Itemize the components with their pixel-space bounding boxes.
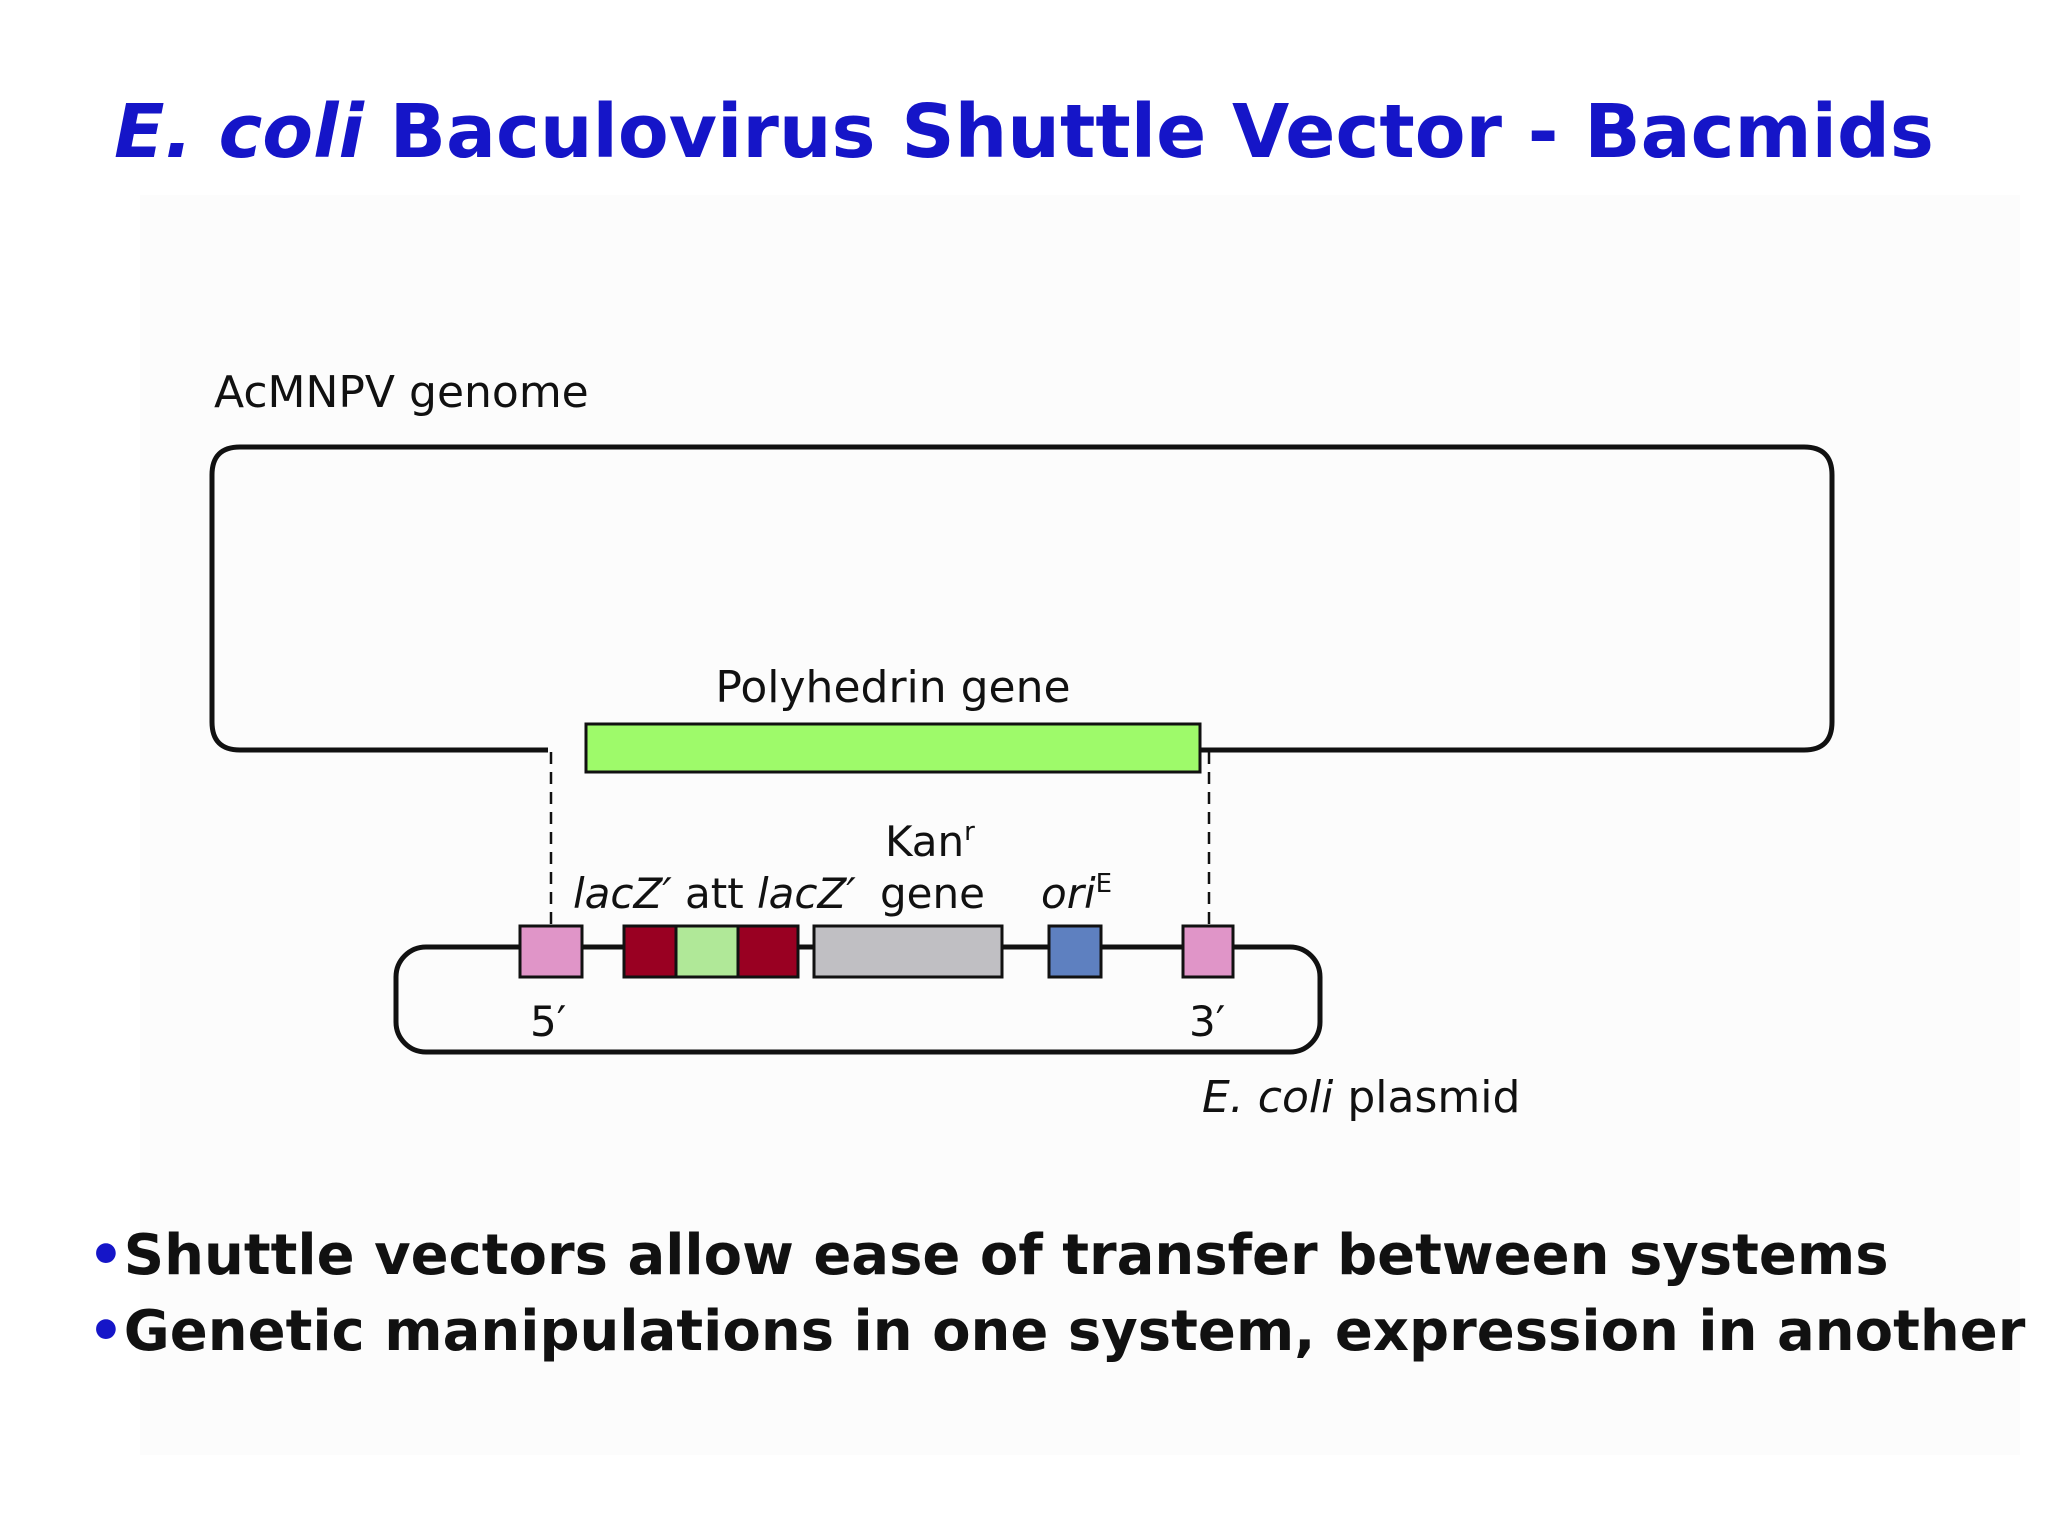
bullet-text: Shuttle vectors allow ease of transfer b… [123, 1223, 1889, 1288]
bullet-item: •Genetic manipulations in one system, ex… [88, 1294, 2025, 1370]
three-prime-label: 3′ [1189, 997, 1225, 1046]
kan-gene-label: gene [880, 869, 985, 918]
slide-title: E. coli Baculovirus Shuttle Vector - Bac… [0, 82, 2048, 182]
title-rest: Baculovirus Shuttle Vector - Bacmids [363, 89, 1934, 175]
lacz-right-label: lacZ′ [757, 869, 856, 918]
polyhedrin-label: Polyhedrin gene [715, 662, 1070, 713]
bullet-text: Genetic manipulations in one system, exp… [123, 1299, 2026, 1364]
bullet-list: •Shuttle vectors allow ease of transfer … [88, 1218, 2025, 1370]
kan-gene-box [812, 924, 1004, 979]
diagram-panel [140, 195, 2020, 1455]
polyhedrin-gene-bar [584, 722, 1202, 774]
title-italic: E. coli [114, 89, 364, 175]
bullet-marker: • [88, 1223, 124, 1288]
lacz-left-box [622, 924, 678, 979]
flank-3-box [1181, 924, 1235, 979]
kan-label: Kanr [885, 817, 975, 866]
five-prime-label: 5′ [530, 997, 566, 1046]
ori-box [1047, 924, 1103, 979]
lacz-left-label: lacZ′ [573, 869, 672, 918]
att-label: att [685, 869, 744, 918]
lacz-right-box [736, 924, 800, 979]
att-box [674, 924, 740, 979]
genome-label: AcMNPV genome [214, 367, 589, 418]
genome-outline [209, 444, 1835, 753]
plasmid-label: E. coli plasmid [1202, 1072, 1520, 1123]
flank-5-box [518, 924, 584, 979]
ori-label: oriE [1041, 869, 1112, 918]
bullet-item: •Shuttle vectors allow ease of transfer … [88, 1218, 2025, 1294]
bullet-marker: • [88, 1299, 124, 1364]
